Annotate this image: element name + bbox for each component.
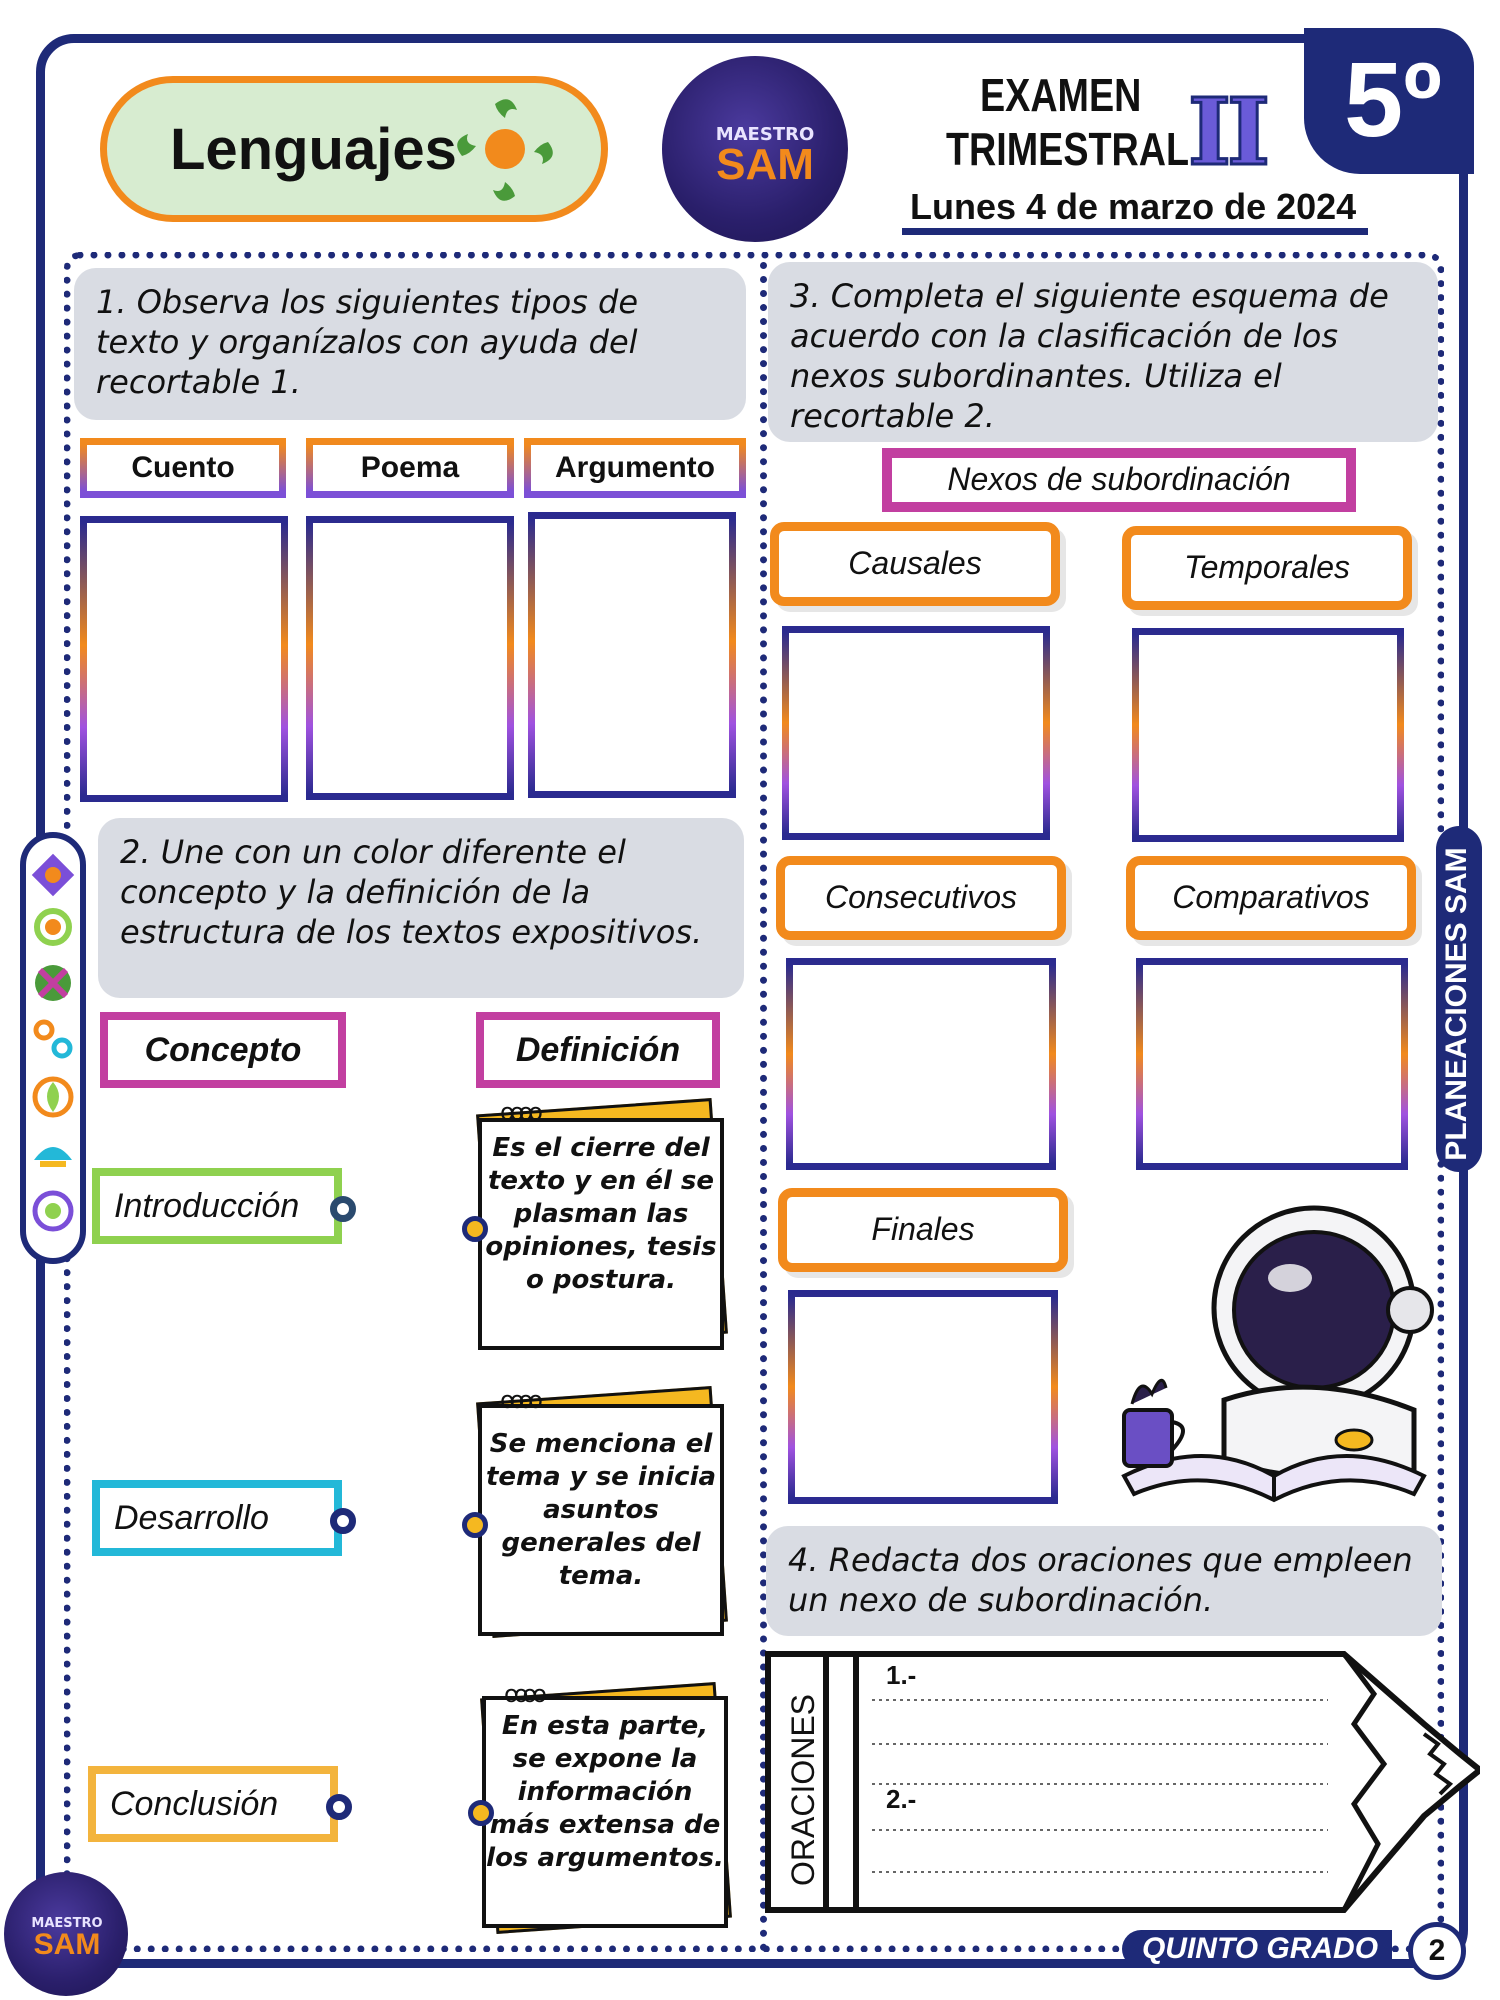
campo-icon-4 xyxy=(33,1019,73,1059)
exam-date: Lunes 4 de marzo de 2024 xyxy=(910,186,1357,227)
answer-box-comparativos[interactable] xyxy=(1136,958,1408,1170)
campo-icon-1 xyxy=(31,853,75,897)
connector-dot-definition-1[interactable] xyxy=(462,1216,488,1242)
exam-title-line1: EXAMEN xyxy=(980,69,1142,121)
pencil-label: ORACIONES xyxy=(785,1694,821,1886)
question-4-instruction: 4. Redacta dos oraciones que empleen un … xyxy=(766,1526,1442,1636)
sentence-1-label: 1.- xyxy=(886,1660,917,1690)
answer-box-finales[interactable] xyxy=(788,1290,1058,1504)
connector-dot-concept-3[interactable] xyxy=(326,1794,352,1820)
spiral-binding-icon: ꝏꝏ xyxy=(500,1386,543,1414)
column-divider xyxy=(760,262,767,1952)
column-header-argumento: Argumento xyxy=(524,438,746,498)
spiral-binding-icon: ꝏꝏ xyxy=(500,1098,543,1126)
footer-logo-small: MAESTRO xyxy=(31,1916,103,1931)
logo-text-big: SAM xyxy=(716,140,814,189)
date-underline xyxy=(902,228,1368,235)
connector-dot-definition-2[interactable] xyxy=(462,1512,488,1538)
connector-dot-concept-1[interactable] xyxy=(330,1196,356,1222)
concept-introduccion[interactable]: Introducción xyxy=(92,1168,342,1244)
planeaciones-label: PLANEACIONES SAM xyxy=(1440,847,1473,1161)
concept-desarrollo[interactable]: Desarrollo xyxy=(92,1480,342,1556)
campo-icon-6 xyxy=(34,1147,72,1167)
category-consecutivos: Consecutivos xyxy=(776,856,1066,940)
footer-bar xyxy=(1122,1930,1392,1968)
question-1-instruction: 1. Observa los siguientes tipos de texto… xyxy=(74,268,746,420)
trimester-number: II xyxy=(1186,77,1271,188)
answer-box-cuento[interactable] xyxy=(80,516,288,802)
concept-conclusion[interactable]: Conclusión xyxy=(88,1766,338,1842)
subject-label: Lenguajes xyxy=(170,117,457,182)
campo-icon-7 xyxy=(32,1190,74,1232)
category-finales: Finales xyxy=(778,1188,1068,1272)
grade-tab xyxy=(1304,28,1474,174)
question-2-instruction: 2. Une con un color diferente el concept… xyxy=(98,818,744,998)
category-causales: Causales xyxy=(770,522,1060,606)
answer-box-causales[interactable] xyxy=(782,626,1050,840)
pencil-label-text: ORACIONES xyxy=(785,1694,821,1886)
answer-box-temporales[interactable] xyxy=(1132,628,1404,842)
definition-note-1: Es el cierre del texto y en él se plasma… xyxy=(478,1118,724,1350)
category-temporales: Temporales xyxy=(1122,526,1412,610)
column-header-cuento: Cuento xyxy=(80,438,286,498)
astronaut-illustration xyxy=(1121,1205,1434,1503)
pencil-answer-area[interactable] xyxy=(760,1634,1480,1930)
scheme-title: Nexos de subordinación xyxy=(882,448,1356,512)
connector-dot-definition-3[interactable] xyxy=(468,1800,494,1826)
campo-icon-2 xyxy=(34,908,72,946)
page-number: 2 xyxy=(1408,1922,1466,1980)
exam-title-line2: TRIMESTRAL xyxy=(946,123,1190,175)
grade-label: 5º xyxy=(1344,41,1442,159)
footer-logo xyxy=(4,1872,128,1996)
category-comparativos: Comparativos xyxy=(1126,856,1416,940)
sentence-2-label: 2.- xyxy=(886,1784,917,1814)
definition-header: Definición xyxy=(476,1012,720,1088)
footer-grade-text: QUINTO GRADO xyxy=(1141,1932,1379,1965)
planeaciones-side-tab xyxy=(1436,826,1482,1172)
footer-logo-big: SAM xyxy=(33,1928,101,1961)
logo-text-small: MAESTRO xyxy=(715,124,815,145)
answer-box-argumento[interactable] xyxy=(528,512,736,798)
campo-icon-5 xyxy=(32,1076,74,1118)
subject-icon xyxy=(457,99,553,201)
connector-dot-concept-2[interactable] xyxy=(330,1508,356,1534)
column-header-poema: Poema xyxy=(306,438,514,498)
answer-box-poema[interactable] xyxy=(306,516,514,800)
spiral-binding-icon: ꝏꝏ xyxy=(504,1680,547,1708)
definition-note-3: En esta parte, se expone la información … xyxy=(482,1696,728,1928)
maestro-sam-logo xyxy=(662,56,848,242)
concept-header: Concepto xyxy=(100,1012,346,1088)
answer-box-consecutivos[interactable] xyxy=(786,958,1056,1170)
campo-icon-3 xyxy=(35,965,71,1001)
definition-note-2: Se menciona el tema y se inicia asuntos … xyxy=(478,1404,724,1636)
question-3-instruction: 3. Completa el siguiente esquema de acue… xyxy=(768,262,1438,442)
